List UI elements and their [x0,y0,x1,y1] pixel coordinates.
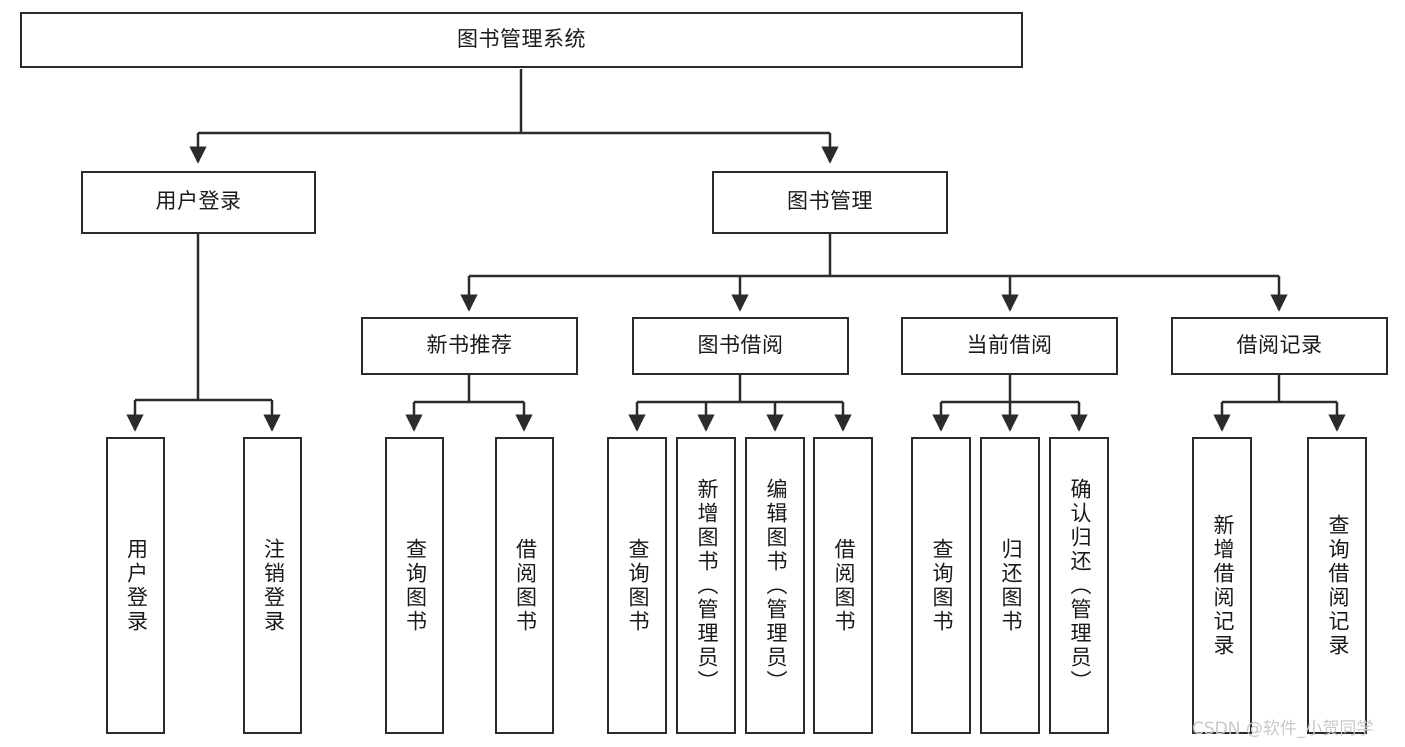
node-label: 查询借阅记录 [1326,513,1350,658]
node-root-system[interactable]: 图书管理系统 [20,12,1023,68]
leaf-logout[interactable]: 注销登录 [243,437,302,734]
node-label: 图书管理 [787,190,873,214]
node-label: 新增图书（管理员） [695,477,719,694]
node-label: 新增借阅记录 [1211,513,1235,658]
node-label: 编辑图书（管理员） [764,477,788,694]
node-book-management[interactable]: 图书管理 [712,171,948,234]
leaf-query-book-recommend[interactable]: 查询图书 [385,437,444,734]
leaf-edit-book-admin[interactable]: 编辑图书（管理员） [745,437,805,734]
node-label: 查询图书 [930,537,954,634]
leaf-query-borrow-record[interactable]: 查询借阅记录 [1307,437,1367,734]
csdn-watermark: CSDN @软件_小贺同学 [1192,719,1374,739]
node-label: 当前借阅 [966,333,1053,357]
node-user-login[interactable]: 用户登录 [81,171,316,234]
node-current-borrow[interactable]: 当前借阅 [901,317,1118,375]
node-label: 借阅图书 [832,537,856,634]
leaf-query-book-current[interactable]: 查询图书 [911,437,971,734]
node-label: 借阅图书 [513,537,537,634]
node-label: 注销登录 [261,537,285,634]
node-label: 用户登录 [155,190,242,214]
node-label: 用户登录 [124,537,148,634]
node-label: 图书借阅 [697,333,784,357]
node-label: 归还图书 [999,537,1023,634]
leaf-confirm-return-admin[interactable]: 确认归还（管理员） [1049,437,1109,734]
node-borrow-record[interactable]: 借阅记录 [1171,317,1388,375]
node-label: 确认归还（管理员） [1068,477,1092,694]
leaf-query-book-borrow[interactable]: 查询图书 [607,437,667,734]
node-label: 借阅记录 [1236,333,1323,357]
leaf-user-login[interactable]: 用户登录 [106,437,165,734]
node-label: 新书推荐 [426,333,513,357]
node-label: 图书管理系统 [457,27,586,51]
node-book-borrow[interactable]: 图书借阅 [632,317,849,375]
leaf-borrow-book[interactable]: 借阅图书 [813,437,873,734]
node-new-book-recommend[interactable]: 新书推荐 [361,317,578,375]
leaf-add-borrow-record[interactable]: 新增借阅记录 [1192,437,1252,734]
node-label: 查询图书 [403,537,427,634]
leaf-borrow-book-recommend[interactable]: 借阅图书 [495,437,554,734]
leaf-add-book-admin[interactable]: 新增图书（管理员） [676,437,736,734]
leaf-return-book[interactable]: 归还图书 [980,437,1040,734]
node-label: 查询图书 [626,537,650,634]
